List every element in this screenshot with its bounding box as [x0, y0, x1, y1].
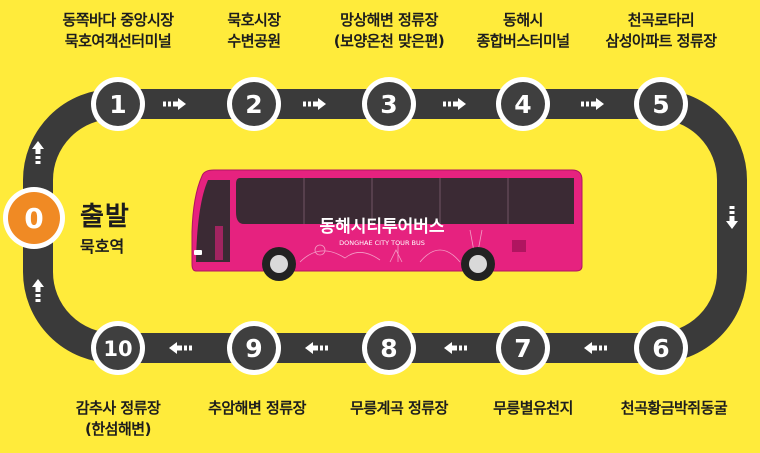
stop-label-4: 동해시 종합버스터미널	[438, 10, 608, 52]
stop-number: 9	[245, 334, 262, 363]
direction-arrow-left-icon	[169, 342, 607, 354]
stop-number: 2	[245, 90, 262, 119]
stop-number: 6	[652, 334, 669, 363]
stop-number: 8	[380, 334, 397, 363]
stop-label-line: 천곡로타리	[627, 11, 695, 29]
stop-marker-3: 3	[362, 77, 416, 131]
stop-number: 4	[514, 90, 531, 119]
stop-marker-6: 6	[634, 321, 688, 375]
stop-label-2: 묵호시장 수변공원	[169, 10, 339, 52]
start-marker: 0	[3, 187, 65, 249]
stop-label-line: 동쪽바다 중앙시장	[62, 11, 174, 29]
stop-marker-7: 7	[496, 321, 550, 375]
stop-label-6: 천곡황금박쥐동굴	[589, 398, 759, 419]
stop-label-10: 감추사 정류장 (한섬해변)	[33, 398, 203, 440]
stop-number: 1	[109, 90, 126, 119]
stop-label-line: (한섬해변)	[85, 420, 151, 438]
stop-number: 5	[652, 90, 669, 119]
stop-label-line: 무릉계곡 정류장	[350, 399, 448, 417]
stop-label-line: 무릉별유천지	[493, 399, 573, 417]
stop-marker-1: 1	[91, 77, 145, 131]
stop-label-line: 묵호여객선터미널	[64, 32, 172, 50]
bus-name: 동해시티투어버스	[319, 217, 444, 237]
stop-label-line: 묵호시장	[227, 11, 281, 29]
stop-number: 10	[103, 337, 132, 361]
stop-label-line: 추암해변 정류장	[208, 399, 306, 417]
stop-marker-2: 2	[227, 77, 281, 131]
stop-label-1: 동쪽바다 중앙시장 묵호여객선터미널	[33, 10, 203, 52]
tour-bus-image: 동해시티투어버스 DONGHAE CITY TOUR BUS	[191, 169, 583, 281]
stop-label-7: 무릉별유천지	[448, 398, 618, 419]
stop-label-line: (보양온천 맞은편)	[333, 32, 445, 50]
stop-marker-9: 9	[227, 321, 281, 375]
stop-label-3: 망상해변 정류장 (보양온천 맞은편)	[304, 10, 474, 52]
stop-label-line: 동해시	[503, 11, 543, 29]
stop-label-line: 망상해변 정류장	[340, 11, 438, 29]
stop-label-line: 감추사 정류장	[75, 399, 161, 417]
start-title: 출발	[80, 202, 130, 232]
stop-marker-8: 8	[362, 321, 416, 375]
stop-number: 3	[380, 90, 397, 119]
direction-arrow-down-icon	[726, 206, 738, 229]
stop-marker-5: 5	[634, 77, 688, 131]
bus-subname: DONGHAE CITY TOUR BUS	[339, 239, 425, 247]
direction-arrow-up-icon	[32, 141, 44, 302]
stop-label-line: 천곡황금박쥐동굴	[620, 399, 728, 417]
stop-marker-4: 4	[496, 77, 550, 131]
stop-number: 7	[514, 334, 531, 363]
stop-marker-10: 10	[91, 321, 145, 375]
start-number: 0	[24, 202, 43, 235]
stop-label-8: 무릉계곡 정류장	[314, 398, 484, 419]
stop-label-line: 수변공원	[227, 32, 281, 50]
stop-label-9: 추암해변 정류장	[172, 398, 342, 419]
start-station: 묵호역	[80, 237, 125, 256]
direction-arrow-right-icon	[163, 98, 604, 110]
stop-label-line: 삼성아파트 정류장	[605, 32, 717, 50]
stop-label-line: 종합버스터미널	[476, 32, 570, 50]
stop-label-5: 천곡로타리 삼성아파트 정류장	[576, 10, 746, 52]
